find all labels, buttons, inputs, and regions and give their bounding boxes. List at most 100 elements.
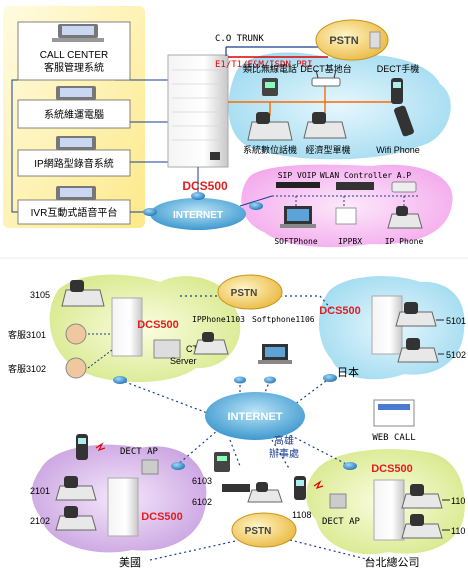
pstn-bottom-label: PSTN — [245, 526, 272, 537]
dcs500-tower-top — [167, 54, 229, 168]
agent-3101-avatar — [65, 323, 87, 345]
site-kaohsiung-label-2: 辦事處 — [269, 447, 299, 460]
label-analog-wireless: 類比無線電話 — [243, 63, 297, 74]
digital-phone-icon — [247, 112, 293, 141]
site-kaohsiung-label-1: 高雄 — [274, 434, 294, 447]
ip-phone-top-icon — [387, 206, 423, 229]
site-usa-label: 美國 — [119, 556, 141, 569]
internet-cloud-top: INTERNET — [150, 198, 246, 230]
label-dect-handset: DECT手機 — [377, 63, 420, 74]
left-box-2 — [17, 86, 131, 129]
label-ipphone1103: IPPhone1103 — [192, 315, 245, 324]
left-box-label-2: 系統維運電腦 — [44, 108, 104, 121]
pstn-bottom-top: PSTN — [217, 274, 283, 310]
site-taipei-label: 台北總公司 — [365, 555, 420, 569]
left-box-3 — [17, 136, 131, 177]
phone-5102-icon — [397, 338, 439, 363]
ext-taipei-1: 110 — [451, 496, 465, 506]
softphone-1106-icon — [258, 344, 292, 364]
phone-2101-icon — [55, 476, 97, 501]
analog-links — [228, 86, 400, 116]
dcs500-label-top: DCS500 — [182, 179, 228, 193]
ext-6102: 6102 — [192, 497, 212, 507]
dcs500-usa: DCS500 — [141, 511, 183, 523]
dect-handset-icon — [391, 78, 403, 104]
tower-taipei — [373, 479, 405, 541]
left-box-label-1a: CALL CENTER — [40, 50, 109, 61]
left-box-4 — [17, 186, 131, 225]
e1-trunk-label: E1/T1/E&M/ISDN PRI — [215, 60, 313, 70]
ext-6103: 6103 — [192, 476, 212, 486]
sip-device-icon — [276, 182, 320, 188]
dect-ap-taipei-label: DECT AP — [322, 517, 361, 527]
ipphone-1103-icon — [193, 332, 229, 355]
dect-ap-taipei-icon — [329, 493, 347, 509]
tower-callcenter — [111, 297, 143, 357]
ext-taipei-2: 110 — [451, 526, 465, 536]
ext-2102: 2102 — [30, 516, 50, 526]
label-dect-base: DECT基地台 — [300, 63, 352, 74]
left-box-label-3: IP網路型錄音系統 — [34, 157, 113, 170]
router-icon — [249, 202, 263, 210]
mobile-1108-icon — [294, 476, 306, 500]
voip-links — [272, 195, 420, 210]
phone-6102-icon — [247, 482, 283, 503]
ippbx-icon — [335, 207, 357, 225]
router-icon — [191, 192, 205, 200]
economy-phone-icon — [303, 112, 347, 139]
ext-5102: 5102 — [446, 350, 466, 360]
ext-kf3101: 客服3101 — [8, 329, 46, 340]
label-wifi-phone: Wifi Phone — [376, 145, 420, 155]
internet-main-label: INTERNET — [228, 411, 283, 423]
phone-3105-icon — [61, 280, 105, 307]
ext-kf3102: 客服3102 — [8, 363, 46, 374]
phone-2102-icon — [55, 506, 97, 531]
wifi-phone-icon — [394, 105, 414, 137]
phone-taipei-1-icon — [401, 484, 443, 509]
dect-ap-usa-label: DECT AP — [120, 447, 159, 457]
ext-3105: 3105 — [30, 290, 50, 300]
web-call-label: WEB CALL — [372, 433, 415, 443]
wireless-signal-icon — [95, 442, 106, 452]
gateway-icon — [222, 484, 250, 492]
left-box-label-1b: 客服管理系統 — [44, 61, 104, 74]
internet-cloud-main: INTERNET — [205, 392, 305, 440]
label-digital-phone: 系統數位話機 — [243, 144, 297, 155]
dcs500-japan: DCS500 — [319, 305, 361, 317]
dect-base-icon — [311, 69, 341, 87]
cti-label-1: CTI — [186, 344, 201, 354]
dect-phone-6103-icon — [214, 452, 230, 472]
cti-label-2: Server — [170, 356, 197, 366]
dect-handset-usa-icon — [76, 434, 88, 460]
left-box-1 — [17, 21, 131, 81]
cti-server-icon — [153, 339, 181, 359]
wireless-signal-taipei-icon — [313, 480, 324, 490]
phone-5101-icon — [395, 302, 437, 327]
web-call-icon — [373, 399, 415, 427]
pstn-bottom: PSTN — [231, 512, 297, 548]
cordless-phone-icon — [262, 78, 278, 96]
router-icon — [143, 208, 157, 216]
pstn-bottom-top-label: PSTN — [231, 288, 258, 299]
laptop-icon — [280, 206, 316, 228]
label-softphone: SOFTPhone — [274, 237, 318, 246]
ext-5101: 5101 — [446, 316, 466, 326]
phone-taipei-2-icon — [401, 514, 443, 539]
label-economy-phone: 經濟型單機 — [305, 144, 350, 155]
left-box-label-4: IVR互動式語音平台 — [31, 206, 118, 219]
co-trunk-label: C.O TRUNK — [215, 34, 264, 44]
label-ap: A.P — [397, 171, 412, 180]
label-sip-voip: SIP VOIP — [278, 171, 317, 180]
label-softphone1106: Softphone1106 — [252, 315, 315, 324]
label-wlan-controller: WLAN Controller — [320, 171, 392, 180]
pstn-top-label: PSTN — [329, 35, 358, 47]
site-japan-label: 日本 — [337, 365, 359, 379]
tower-usa — [107, 477, 139, 537]
dect-ap-usa-icon — [141, 459, 159, 475]
ext-1108: 1108 — [292, 510, 311, 520]
wlan-controller-icon — [336, 182, 374, 190]
internet-top-label: INTERNET — [173, 210, 223, 221]
dcs500-taipei: DCS500 — [371, 463, 413, 475]
